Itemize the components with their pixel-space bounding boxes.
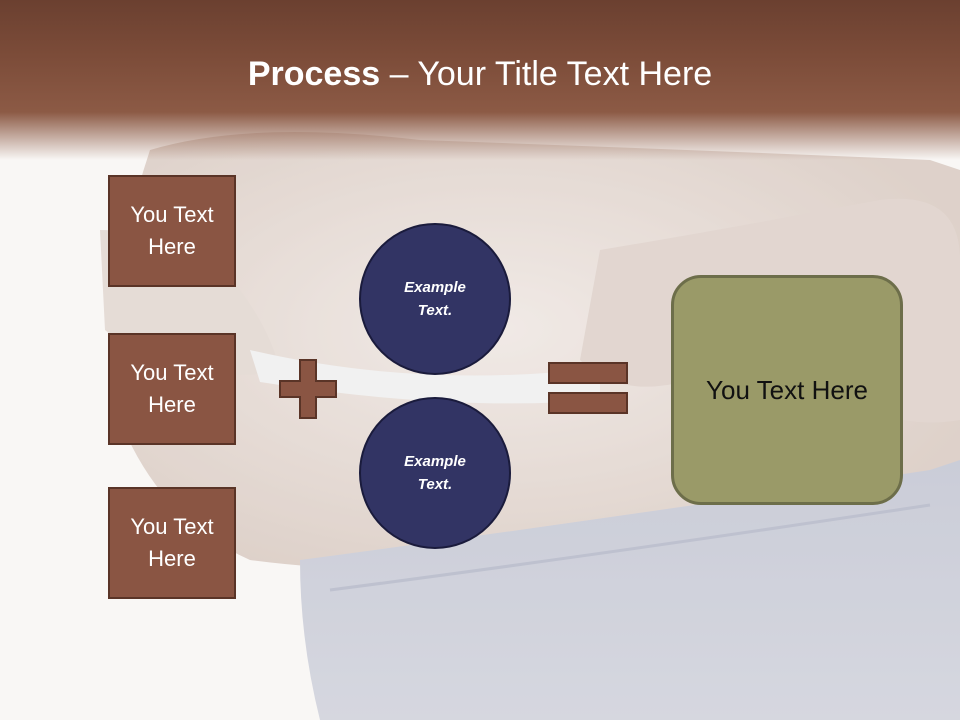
- plus-icon: [279, 359, 337, 419]
- text-box-2: You Text Here: [108, 333, 236, 445]
- text-box-1: You Text Here: [108, 175, 236, 287]
- equals-icon: [548, 362, 628, 414]
- slide-title: Process – Your Title Text Here: [0, 52, 960, 96]
- example-circle-2-label: Example Text.: [404, 453, 466, 493]
- example-circle-1: Example Text.: [359, 223, 511, 375]
- text-box-2-label: You Text Here: [130, 360, 214, 417]
- result-box-label: You Text Here: [706, 374, 868, 405]
- text-box-1-label: You Text Here: [130, 202, 214, 259]
- text-box-3: You Text Here: [108, 487, 236, 599]
- text-box-3-label: You Text Here: [130, 514, 214, 571]
- title-rest: – Your Title Text Here: [380, 55, 713, 93]
- example-circle-1-label: Example Text.: [404, 279, 466, 319]
- example-circle-2: Example Text.: [359, 397, 511, 549]
- title-bold: Process: [247, 55, 381, 93]
- result-box: You Text Here: [671, 275, 903, 505]
- title-bar: [0, 0, 960, 160]
